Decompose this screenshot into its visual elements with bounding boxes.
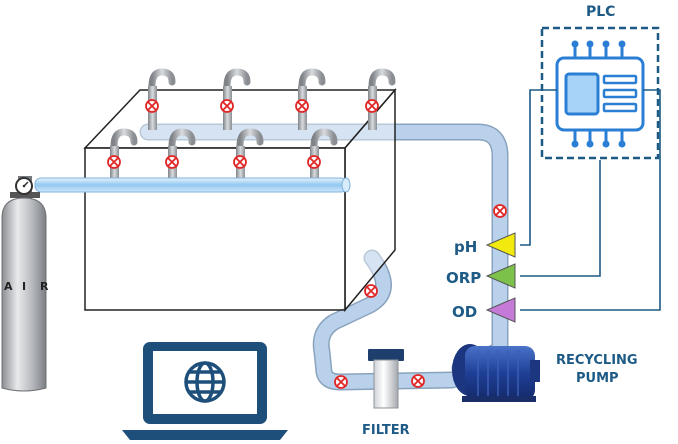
valve-icon <box>220 99 234 113</box>
od-sensor <box>485 297 516 323</box>
filter-label: FILTER <box>362 423 410 438</box>
valve-icon <box>165 155 179 169</box>
air-letter-r: R <box>40 280 49 293</box>
orp-sensor <box>485 263 516 289</box>
valves <box>107 99 507 389</box>
laptop-globe-icon <box>122 342 288 440</box>
orp-label: ORP <box>446 269 481 287</box>
air-letter-i: I <box>22 280 26 293</box>
valve-icon <box>145 99 159 113</box>
sensor-wiring <box>520 89 661 311</box>
front-aerator-hooks <box>110 128 338 192</box>
plc-chip-icon <box>555 40 645 148</box>
filter <box>368 349 404 409</box>
plc-box <box>540 26 660 160</box>
air-supply-pipe <box>34 177 348 193</box>
valve-icon <box>411 374 425 388</box>
recycling-pump <box>452 344 540 402</box>
ph-sensor <box>485 232 516 258</box>
plc-label: PLC <box>586 4 615 20</box>
valve-icon <box>493 204 507 218</box>
od-label: OD <box>452 303 477 321</box>
pressure-gauge-icon <box>15 177 33 195</box>
valve-icon <box>365 99 379 113</box>
recycling-label: RECYCLING <box>556 353 638 368</box>
valve-icon <box>295 99 309 113</box>
valve-icon <box>107 155 121 169</box>
tank <box>83 87 397 313</box>
valve-icon <box>307 155 321 169</box>
valve-icon <box>364 284 378 298</box>
pump-label: PUMP <box>576 371 619 386</box>
valve-icon <box>233 155 247 169</box>
ph-label: pH <box>454 238 477 256</box>
air-cylinder: A I R <box>1 176 49 392</box>
air-letter-a: A <box>4 280 13 293</box>
valve-icon <box>334 375 348 389</box>
